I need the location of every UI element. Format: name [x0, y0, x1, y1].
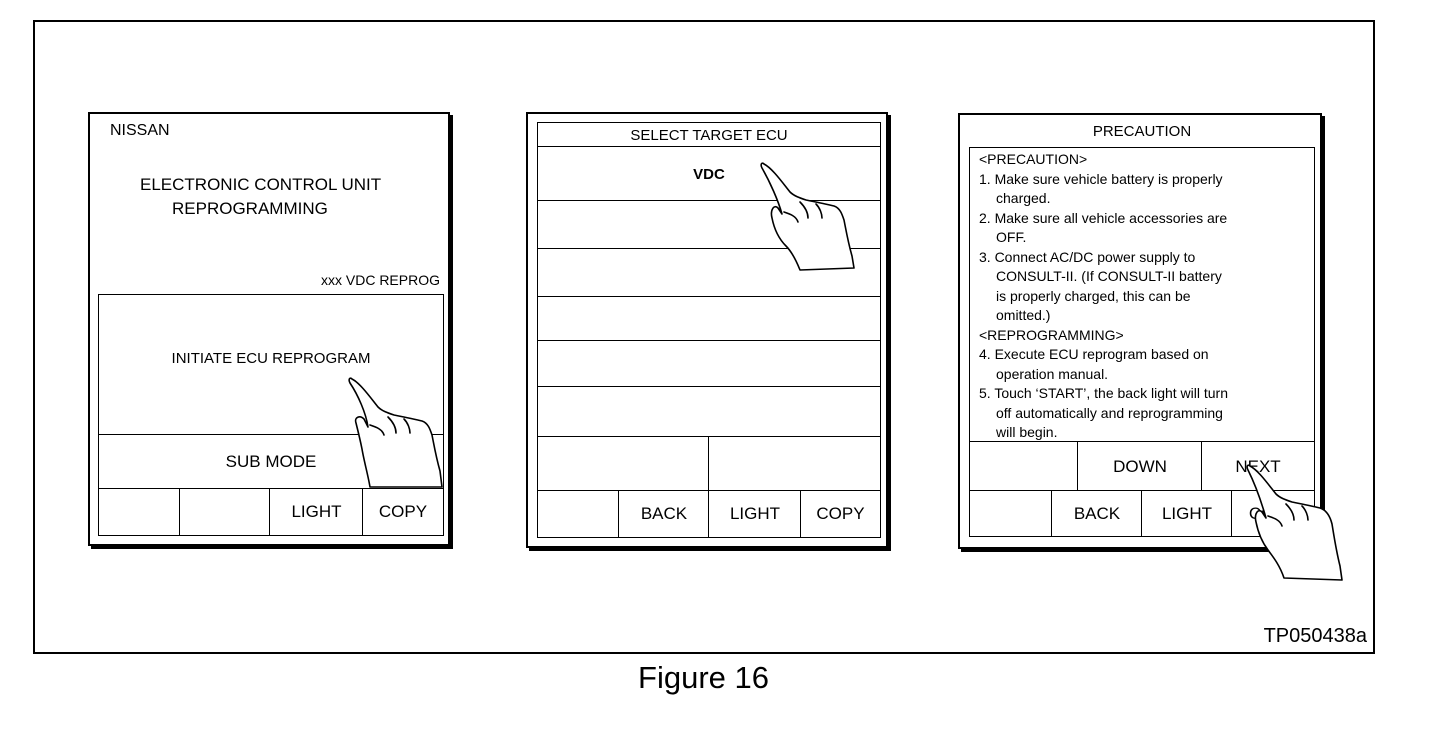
figure-code: TP050438a [1263, 625, 1367, 647]
next-label: NEXT [1235, 456, 1281, 476]
figure-caption: Figure 16 [638, 660, 769, 695]
ecu-item-empty-4[interactable] [537, 340, 881, 388]
precaution-line: 2. Make sure all vehicle accessories are [979, 209, 1228, 226]
light-button[interactable]: LIGHT [1141, 490, 1233, 537]
back-label: BACK [1073, 503, 1121, 523]
precaution-line: off automatically and reprogramming [996, 404, 1223, 421]
empty-button-1[interactable] [98, 488, 181, 536]
light-label: LIGHT [1161, 503, 1213, 523]
ecu-item-empty-5[interactable] [537, 386, 881, 438]
light-button[interactable]: LIGHT [708, 490, 802, 538]
empty-button-right[interactable] [708, 436, 881, 492]
light-label: LIGHT [291, 502, 342, 521]
precaution-line: 1. Make sure vehicle battery is properly [979, 170, 1223, 187]
copy-button[interactable]: COPY [800, 490, 881, 538]
pointing-hand-icon [1246, 464, 1343, 581]
pointing-hand-icon [760, 162, 855, 271]
copy-label: COPY [816, 504, 865, 523]
ecu-item-vdc-label: VDC [693, 165, 725, 183]
precaution-line: 4. Execute ECU reprogram based on [979, 346, 1209, 362]
precaution-line: 5. Touch ‘START’, the back light will tu… [979, 385, 1228, 401]
mode-label: xxx VDC REPROG [320, 272, 440, 288]
precaution-line: is properly charged, this can be [996, 287, 1191, 304]
initiate-ecu-reprogram-label: INITIATE ECU REPROGRAM [171, 349, 371, 367]
precaution-line: will begin. [996, 424, 1058, 440]
precaution-line: operation manual. [996, 365, 1109, 382]
brand-label: NISSAN [110, 122, 170, 139]
precaution-line: charged. [996, 190, 1051, 206]
empty-button-left[interactable] [537, 436, 710, 492]
precaution-heading: <PRECAUTION> [979, 151, 1088, 167]
copy-button[interactable]: COPY [362, 488, 444, 536]
screen-title-line2: REPROGRAMMING [172, 199, 328, 218]
reprogramming-heading: <REPROGRAMMING> [979, 326, 1124, 343]
screen-header-label: PRECAUTION [1092, 123, 1192, 140]
down-button[interactable]: DOWN [1077, 441, 1203, 492]
screen-header-label: SELECT TARGET ECU [630, 126, 788, 144]
down-label: DOWN [1113, 456, 1167, 476]
screen-title-line1: ELECTRONIC CONTROL UNIT [140, 175, 382, 194]
back-label: BACK [640, 504, 688, 523]
sub-mode-label: SUB MODE [225, 452, 317, 471]
empty-button-bottom[interactable] [969, 490, 1053, 537]
precaution-line: 3. Connect AC/DC power supply to [979, 248, 1196, 265]
light-label: LIGHT [729, 504, 781, 523]
back-button[interactable]: BACK [618, 490, 710, 538]
screen-precaution: PRECAUTION <PRECAUTION> 1. Make sure veh… [958, 113, 1322, 549]
empty-button-bottom[interactable] [537, 490, 620, 538]
figure-frame: TP050438a [33, 20, 1375, 654]
screen-header: SELECT TARGET ECU [537, 122, 881, 148]
screen-select-target-ecu: SELECT TARGET ECU VDC BACK LIGHT COPY [526, 112, 888, 548]
copy-label: COPY [378, 502, 428, 521]
pointing-hand-icon [348, 377, 443, 488]
next-button[interactable]: NEXT [1201, 441, 1315, 492]
precaution-text-panel: <PRECAUTION> 1. Make sure vehicle batter… [969, 147, 1315, 443]
ecu-item-empty-3[interactable] [537, 296, 881, 342]
light-button[interactable]: LIGHT [269, 488, 364, 536]
precaution-line: OFF. [996, 229, 1027, 245]
precaution-line: CONSULT-II. (If CONSULT-II battery [996, 268, 1222, 284]
precaution-line: omitted.) [996, 307, 1051, 323]
back-button[interactable]: BACK [1051, 490, 1143, 537]
empty-button-2[interactable] [179, 488, 271, 536]
ecu-item-vdc[interactable]: VDC [537, 146, 881, 202]
empty-button[interactable] [969, 441, 1079, 492]
